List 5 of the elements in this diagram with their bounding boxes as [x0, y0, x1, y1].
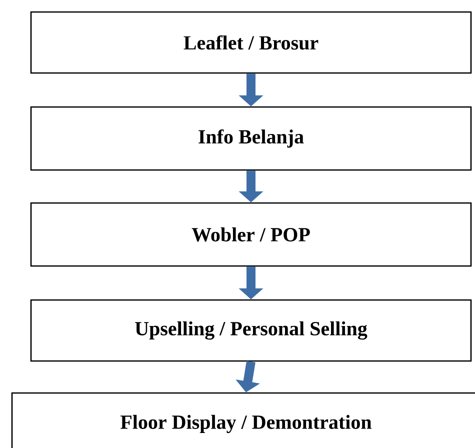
process-box: Info Belanja — [30, 106, 472, 171]
process-box: Floor Display / Demontration — [11, 392, 475, 448]
process-box: Wobler / POP — [30, 202, 472, 267]
process-box: Upselling / Personal Selling — [30, 299, 472, 362]
process-box: Leaflet / Brosur — [30, 11, 472, 74]
